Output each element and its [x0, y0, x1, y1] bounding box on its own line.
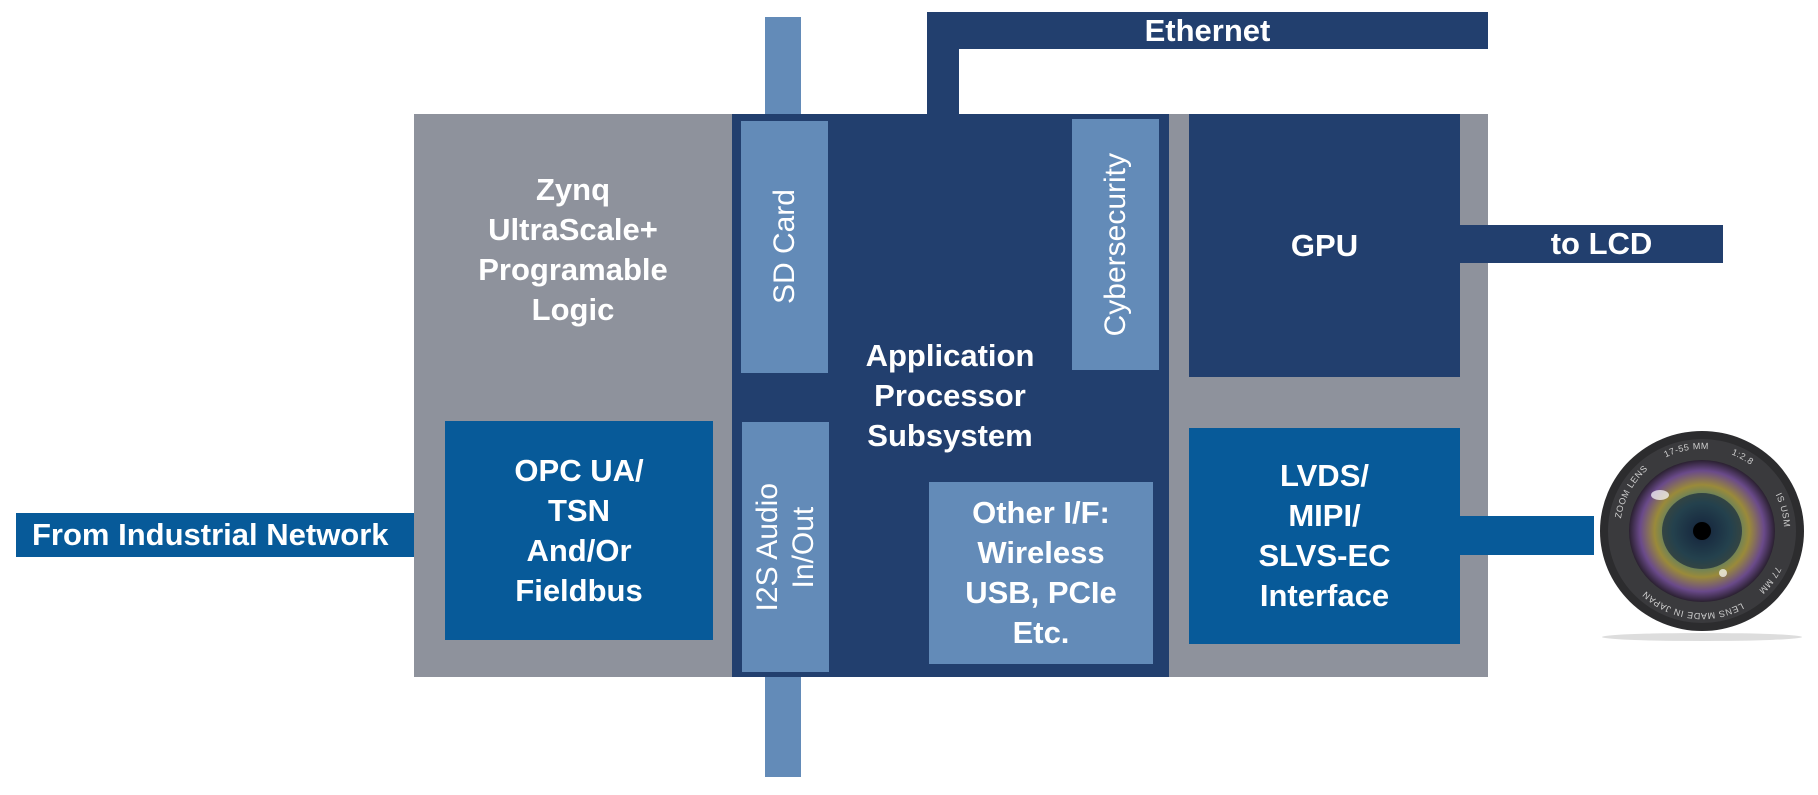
ethernet-bar: Ethernet: [927, 12, 1488, 49]
zynq-line: Logic: [531, 292, 615, 327]
cybersecurity-block: Cybersecurity: [1072, 119, 1159, 370]
zynq-line: Programable: [478, 252, 668, 287]
camera-lens-icon: ZOOM LENS 17-55 MM 1:2.8 IS USM 77 MM LE…: [1600, 431, 1804, 641]
camera-connector-bar: [1460, 516, 1594, 555]
opc-line: And/Or: [526, 532, 632, 568]
opc-line: TSN: [548, 492, 610, 528]
zynq-line: UltraScale+: [488, 212, 658, 247]
other-interfaces-block: Other I/F: Wireless USB, PCIe Etc.: [929, 482, 1153, 664]
apu-line: Subsystem: [867, 418, 1033, 453]
lvds-line: SLVS-EC: [1258, 538, 1391, 573]
sd-card-label: SD Card: [767, 189, 801, 305]
gpu-block: GPU: [1189, 114, 1460, 377]
other-if-line: Other I/F:: [972, 495, 1110, 530]
apu-label: Application Processor Subsystem: [828, 330, 1072, 462]
apu-line: Application: [865, 338, 1035, 373]
other-if-line: Wireless: [977, 535, 1105, 570]
to-lcd-bar: to LCD: [1460, 225, 1723, 263]
other-if-line: Etc.: [1012, 615, 1070, 650]
opc-line: OPC UA/: [514, 452, 644, 488]
i2s-line: I2S Audio: [750, 482, 784, 612]
ethernet-label: Ethernet: [1144, 12, 1271, 48]
i2s-line: In/Out: [786, 506, 820, 588]
i2s-connector: [765, 668, 801, 777]
other-if-line: USB, PCIe: [965, 575, 1117, 610]
sd-card-block: SD Card: [741, 121, 828, 373]
industrial-network-bar: From Industrial Network: [16, 513, 456, 557]
lvds-line: LVDS/: [1280, 458, 1369, 493]
lvds-line: MIPI/: [1288, 498, 1361, 533]
zynq-label: Zynq UltraScale+ Programable Logic: [414, 165, 732, 335]
opc-line: Fieldbus: [515, 572, 643, 608]
to-lcd-label: to LCD: [1550, 226, 1653, 261]
lvds-line: Interface: [1259, 578, 1390, 613]
sd-card-connector: [765, 17, 801, 127]
apu-line: Processor: [874, 378, 1026, 413]
opc-ua-tsn-block: OPC UA/ TSN And/Or Fieldbus: [445, 421, 713, 640]
lvds-mipi-interface-block: LVDS/ MIPI/ SLVS-EC Interface: [1189, 428, 1460, 644]
industrial-network-label: From Industrial Network: [32, 517, 389, 552]
gpu-label: GPU: [1290, 227, 1359, 263]
zynq-line: Zynq: [535, 172, 611, 207]
cybersecurity-label: Cybersecurity: [1098, 152, 1132, 337]
